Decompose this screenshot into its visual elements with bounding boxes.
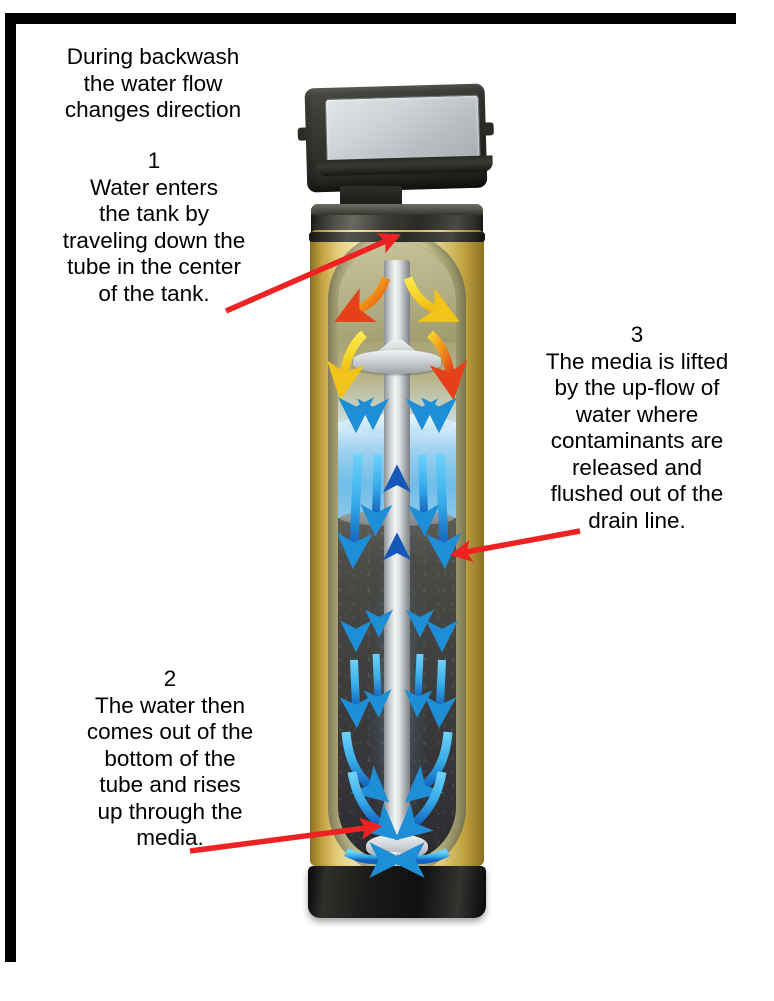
frame-border-top xyxy=(5,13,736,24)
water-softener-tank-cutaway xyxy=(272,79,522,918)
riser-distributor-collar xyxy=(353,350,441,374)
tank-collar-rim xyxy=(311,204,483,215)
callout-step-1: 1 Water enters the tank by traveling dow… xyxy=(62,148,246,306)
tank-base-pedestal xyxy=(308,866,486,918)
valve-head-body xyxy=(304,83,493,193)
frame-border-left xyxy=(5,13,16,962)
callout-intro: During backwash the water flow changes d… xyxy=(64,44,242,122)
callout-step-3: 3 The media is lifted by the up-flow of … xyxy=(545,322,729,533)
callout-step-2: 2 The water then comes out of the bottom… xyxy=(86,666,254,850)
valve-head-neck xyxy=(340,186,402,206)
tank-collar-ring xyxy=(309,232,485,242)
valve-display-panel xyxy=(324,94,481,163)
control-valve-head xyxy=(296,79,495,200)
